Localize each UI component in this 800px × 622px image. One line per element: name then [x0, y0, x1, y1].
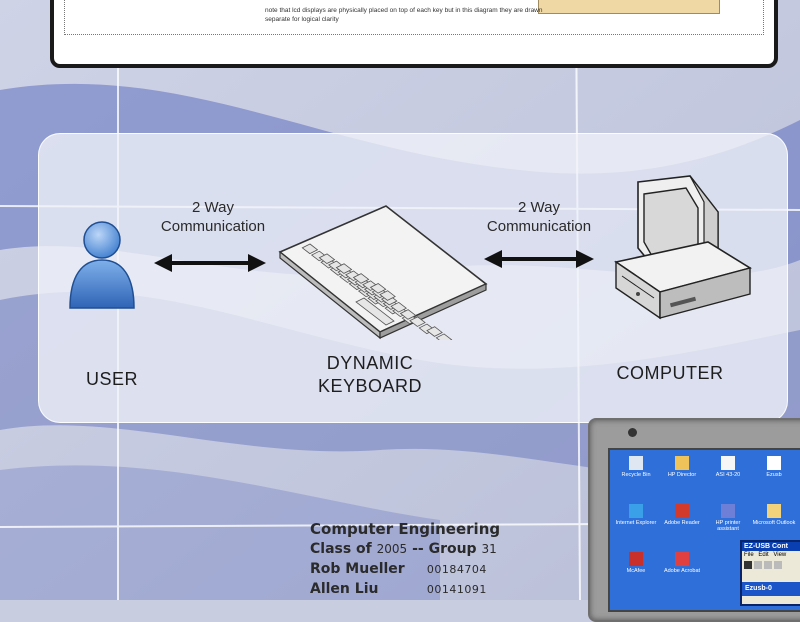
bidirectional-arrow-2	[484, 248, 594, 270]
menu-view[interactable]: View	[773, 552, 786, 558]
recycle-bin-icon	[629, 456, 643, 470]
desktop-shortcut[interactable]: ASI 43-20	[706, 456, 750, 478]
desktop-shortcut-label: Microsoft Outlook	[753, 520, 796, 526]
ezusb-window-toolbar	[742, 559, 800, 571]
ezusb-window-menubar: File Edit View	[742, 551, 800, 559]
reader-icon	[675, 504, 689, 518]
keyboard-label-line1: DYNAMIC	[300, 352, 440, 375]
link-1-label: 2 Way Communication	[138, 198, 288, 236]
save-icon[interactable]	[744, 561, 752, 569]
desktop-shortcut[interactable]: Recycle Bin	[614, 456, 658, 478]
desktop-shortcut[interactable]: McAfee	[614, 552, 658, 574]
toolbar-button[interactable]	[774, 561, 782, 569]
desktop-shortcut[interactable]: Adobe Reader	[660, 504, 704, 526]
ezusb-window-titlebar[interactable]: EZ-USB Cont	[742, 542, 800, 551]
desktop-shortcut[interactable]: Ezusb	[752, 456, 796, 478]
credits-class-prefix: Class of	[310, 541, 372, 557]
disc-icon	[721, 456, 735, 470]
user-label: USER	[62, 369, 162, 390]
laptop-camera	[628, 428, 637, 437]
computer-label: COMPUTER	[600, 363, 740, 384]
link-2-label: 2 Way Communication	[464, 198, 614, 236]
link-1-line1: 2 Way	[138, 198, 288, 217]
desktop-shortcut[interactable]: HP Director	[660, 456, 704, 478]
desktop-shortcut[interactable]: Adobe Acrobat	[660, 552, 704, 574]
desktop-shortcut-label: HP Director	[668, 472, 696, 478]
credits-class-line: Class of 2005 -- Group 31	[310, 541, 530, 557]
desktop-shortcut-label: Recycle Bin	[621, 472, 650, 478]
ezusb-window[interactable]: EZ-USB Cont File Edit View Ezusb-0	[740, 540, 800, 606]
keyboard-key	[436, 334, 451, 340]
taskbar-button-label: Ezusb-0	[745, 585, 772, 592]
keyboard-label-line2: KEYBOARD	[300, 375, 440, 398]
top-panel-yellow-block	[538, 0, 720, 14]
menu-file[interactable]: File	[744, 552, 754, 558]
credits-title: Computer Engineering	[310, 520, 530, 538]
menu-edit[interactable]: Edit	[758, 552, 768, 558]
computer-icon	[608, 172, 758, 322]
credits-member-row: Rob Mueller 00184704	[310, 561, 530, 577]
hp-director-icon	[675, 456, 689, 470]
link-2-line1: 2 Way	[464, 198, 614, 217]
desktop-shortcut-label: Internet Explorer	[616, 520, 657, 526]
credits-group-number: 31	[481, 542, 496, 556]
acrobat-icon	[675, 552, 689, 566]
toolbar-button[interactable]	[754, 561, 762, 569]
credits-member-row: Allen Liu 00141091	[310, 581, 530, 597]
link-2-line2: Communication	[464, 217, 614, 236]
desktop-shortcut-label: McAfee	[627, 568, 646, 574]
desktop-shortcut[interactable]: Internet Explorer	[614, 504, 658, 526]
taskbar-button[interactable]: Ezusb-0	[742, 582, 800, 596]
toolbar-button[interactable]	[764, 561, 772, 569]
desktop-shortcut-label: ASI 43-20	[716, 472, 740, 478]
document-icon	[767, 456, 781, 470]
desktop-shortcut[interactable]: HP printer assistant	[706, 504, 750, 532]
ezusb-window-title: EZ-USB Cont	[744, 543, 788, 550]
keyboard-icon	[276, 200, 490, 340]
credits-member-name: Allen Liu	[310, 581, 422, 597]
credits-member-id: 00141091	[427, 583, 487, 596]
credits-member-id: 00184704	[427, 563, 487, 576]
desktop-shortcut-label: Adobe Reader	[664, 520, 699, 526]
desktop-shortcut-label: HP printer assistant	[716, 520, 741, 532]
bidirectional-arrow-1	[154, 252, 266, 274]
credits-member-name: Rob Mueller	[310, 561, 422, 577]
mcafee-icon	[629, 552, 643, 566]
internet-explorer-icon	[629, 504, 643, 518]
desktop-shortcut-label: Adobe Acrobat	[664, 568, 700, 574]
desktop-shortcut[interactable]: Microsoft Outlook	[752, 504, 796, 526]
credits-block: Computer Engineering Class of 2005 -- Gr…	[310, 520, 530, 597]
top-note-text: note that lcd displays are physically pl…	[265, 6, 545, 24]
credits-class-year: 2005	[377, 542, 408, 556]
keyboard-label: DYNAMIC KEYBOARD	[300, 352, 440, 398]
hp-printer-icon	[721, 504, 735, 518]
link-1-line2: Communication	[138, 217, 288, 236]
desktop-shortcut-label: Ezusb	[766, 472, 781, 478]
outlook-icon	[767, 504, 781, 518]
credits-group-label: -- Group	[412, 541, 477, 557]
